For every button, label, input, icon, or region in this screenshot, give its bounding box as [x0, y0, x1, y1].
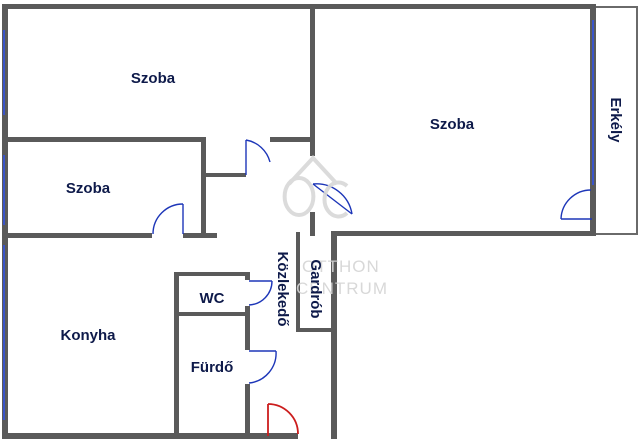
room-label-szoba-top-left: Szoba	[131, 70, 176, 87]
outer-walls	[2, 4, 638, 439]
door-szoba-top	[245, 139, 271, 175]
door-erkely	[560, 189, 592, 220]
watermark-line1: OTTHON	[302, 257, 380, 276]
room-label-wc: WC	[200, 290, 225, 307]
door-szoba-small	[152, 203, 184, 235]
door-entrance	[267, 403, 299, 436]
room-label-szoba-large: Szoba	[430, 116, 475, 133]
watermark-line2: CENTRUM	[296, 279, 388, 298]
watermark-c-icon	[322, 180, 349, 219]
windows	[3, 20, 594, 420]
room-label-szoba-small: Szoba	[66, 180, 111, 197]
interior-walls	[8, 8, 334, 438]
room-labels: Szoba Szoba Szoba Erkély Gardrób Közleke…	[60, 70, 624, 376]
door-szoba-large	[312, 183, 353, 215]
room-label-furdo: Fürdő	[191, 359, 234, 376]
room-label-kozlekedo: Közlekedő	[274, 251, 291, 326]
watermark: OTTHON CENTRUM	[282, 155, 388, 298]
room-label-erkely: Erkély	[607, 97, 624, 143]
room-label-konyha: Konyha	[60, 327, 116, 344]
watermark-roof-icon	[287, 155, 339, 186]
door-wc	[248, 280, 273, 306]
room-label-gardrob: Gardrób	[307, 259, 324, 318]
watermark-o-icon	[282, 176, 316, 218]
door-furdo	[248, 350, 277, 384]
